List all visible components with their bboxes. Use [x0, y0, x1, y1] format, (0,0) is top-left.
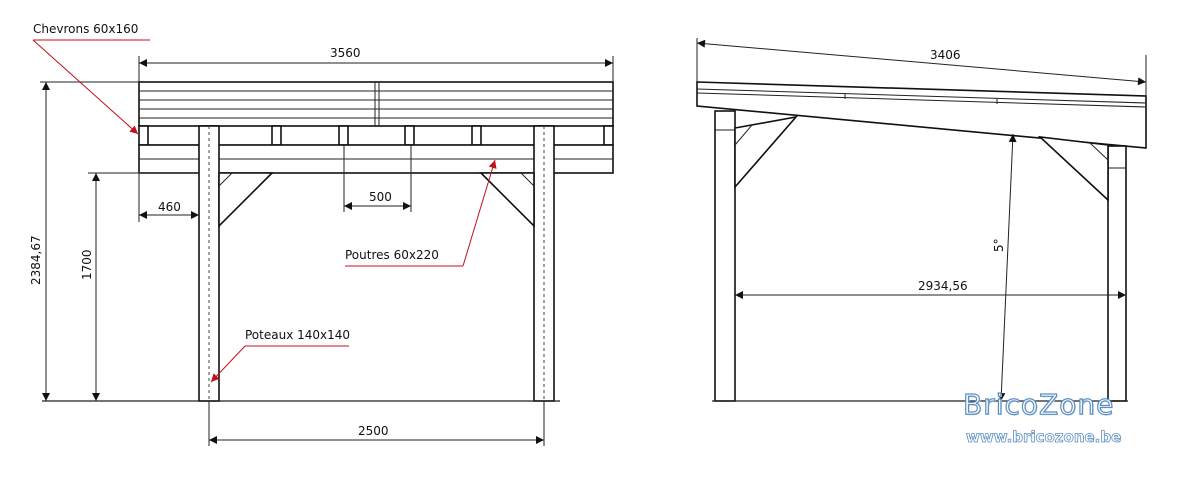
- side-braces: [734, 115, 1109, 202]
- dim-total-height: 2384,67: [29, 235, 43, 285]
- side-roof-deck: [696, 81, 1147, 149]
- dim-beam-height: 1700: [80, 249, 94, 280]
- dim-slope: 5°: [992, 238, 1006, 252]
- dim-spacing: 500: [369, 190, 392, 204]
- front-labels: Chevrons 60x160 Poutres 60x220 Poteaux 1…: [32, 22, 497, 383]
- watermark-url: www.bricozone.be: [966, 428, 1122, 447]
- side-view: [696, 81, 1147, 402]
- label-chevrons: Chevrons 60x160: [33, 22, 138, 36]
- label-poteaux: Poteaux 140x140: [245, 328, 350, 342]
- front-posts: [198, 125, 555, 402]
- dim-roof-length: 3406: [930, 48, 961, 62]
- front-dimensions: 3560 460 500 2384,67 1700 2500: [29, 46, 614, 446]
- watermark-brand: BricoZone: [962, 387, 1115, 421]
- front-braces: [218, 172, 535, 228]
- side-posts: [714, 110, 1127, 402]
- label-poutres: Poutres 60x220: [345, 248, 439, 262]
- side-dimensions: 3406 5° 2934,56: [696, 38, 1147, 402]
- dim-post-span: 2934,56: [918, 279, 968, 293]
- dim-overhang: 460: [158, 200, 181, 214]
- front-view: [42, 81, 614, 402]
- dim-total-width: 3560: [330, 46, 361, 60]
- dim-post-spacing: 2500: [358, 424, 389, 438]
- front-roof-deck: [138, 81, 614, 127]
